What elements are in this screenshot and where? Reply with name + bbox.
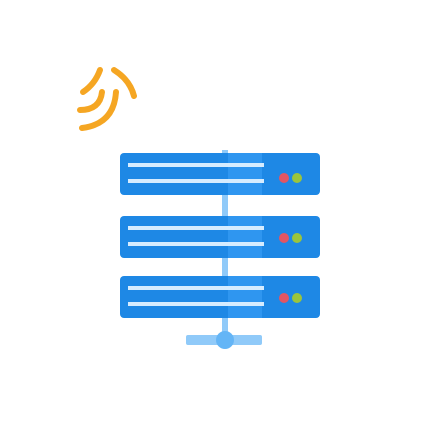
server-unit-1-led-green [292,173,302,183]
signal-arc-medium [77,89,105,113]
wifi-signal-icon [77,67,137,131]
server-unit-2-led-green [292,233,302,243]
server-unit-2-shade [228,216,262,258]
server-unit-3-drive-line-2 [128,302,264,306]
server-unit-3-shade [228,276,262,318]
server-unit-3-led-red [279,293,289,303]
server-unit-1-shade [228,153,262,195]
server-unit-1 [120,153,320,195]
signal-arc-outer [111,67,137,99]
server-unit-3-body [120,276,320,318]
server-unit-3-drive-line-1 [128,286,264,290]
server-unit-2 [120,216,320,258]
server-unit-2-drive-line-2 [128,242,264,246]
server-unit-1-body [120,153,320,195]
signal-arc-large [80,67,103,95]
server-unit-1-drive-line-2 [128,179,264,183]
server-unit-3 [120,276,320,318]
server-unit-3-led-green [292,293,302,303]
server-unit-2-drive-line-1 [128,226,264,230]
server-unit-1-led-red [279,173,289,183]
server-unit-2-body [120,216,320,258]
signal-arc-small [79,89,119,131]
server-unit-1-drive-line-1 [128,163,264,167]
connector-node [216,331,234,349]
server-unit-2-led-red [279,233,289,243]
